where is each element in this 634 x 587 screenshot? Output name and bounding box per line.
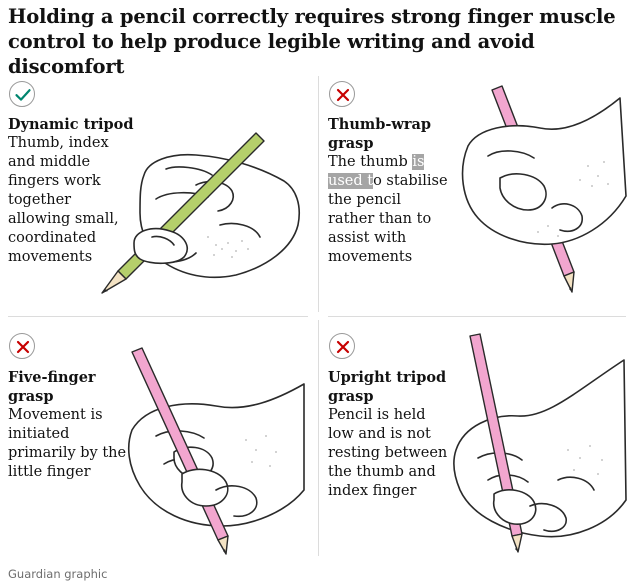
vertical-divider-bottom	[318, 320, 319, 556]
panel-description: Pencil is held low and is not resting be…	[328, 407, 448, 499]
cross-icon	[336, 88, 350, 102]
panel-description: Thumb, index and middle fingers work tog…	[8, 135, 119, 265]
pencil-pink	[469, 333, 523, 553]
highlighted-text: is	[412, 154, 425, 170]
panel-description: The thumb is used to stabilise the penci…	[328, 153, 458, 267]
hand-illustration-thumb-wrap	[461, 85, 627, 293]
panel-title: Thumb-wrap grasp	[328, 116, 432, 152]
panel-title: Upright tripod grasp	[328, 369, 447, 405]
checkmark-icon	[15, 89, 31, 101]
panel-text: Upright tripod grasp Pencil is held low …	[328, 368, 458, 501]
panel-title: Five-finger grasp	[8, 369, 96, 405]
horizontal-divider-right	[328, 316, 626, 317]
credit-line: Guardian graphic	[8, 567, 108, 581]
panel-title: Dynamic tripod	[8, 116, 134, 133]
checkmark-badge	[9, 81, 35, 107]
panel-description: Movement is initiated primarily by the l…	[8, 407, 127, 480]
hand-illustration-dynamic-tripod	[101, 132, 300, 294]
highlighted-text: used t	[328, 173, 374, 189]
cross-icon	[16, 340, 30, 354]
panel-text: Five-finger grasp Movement is initiated …	[8, 368, 138, 482]
cross-badge	[329, 81, 355, 107]
cross-icon	[336, 340, 350, 354]
panel-text: Dynamic tripod Thumb, index and middle f…	[8, 115, 138, 267]
description-part: The thumb	[328, 154, 413, 170]
description-part: o stabilise the pencil rather than to as…	[328, 173, 448, 265]
vertical-divider-top	[318, 76, 319, 312]
hand-illustration-five-finger	[127, 347, 305, 555]
hand-illustration-upright-tripod	[453, 333, 627, 553]
headline: Holding a pencil correctly requires stro…	[8, 5, 616, 78]
cross-badge	[9, 333, 35, 359]
panel-text: Thumb-wrap grasp The thumb is used to st…	[328, 115, 458, 267]
cross-badge	[329, 333, 355, 359]
horizontal-divider-left	[8, 316, 308, 317]
